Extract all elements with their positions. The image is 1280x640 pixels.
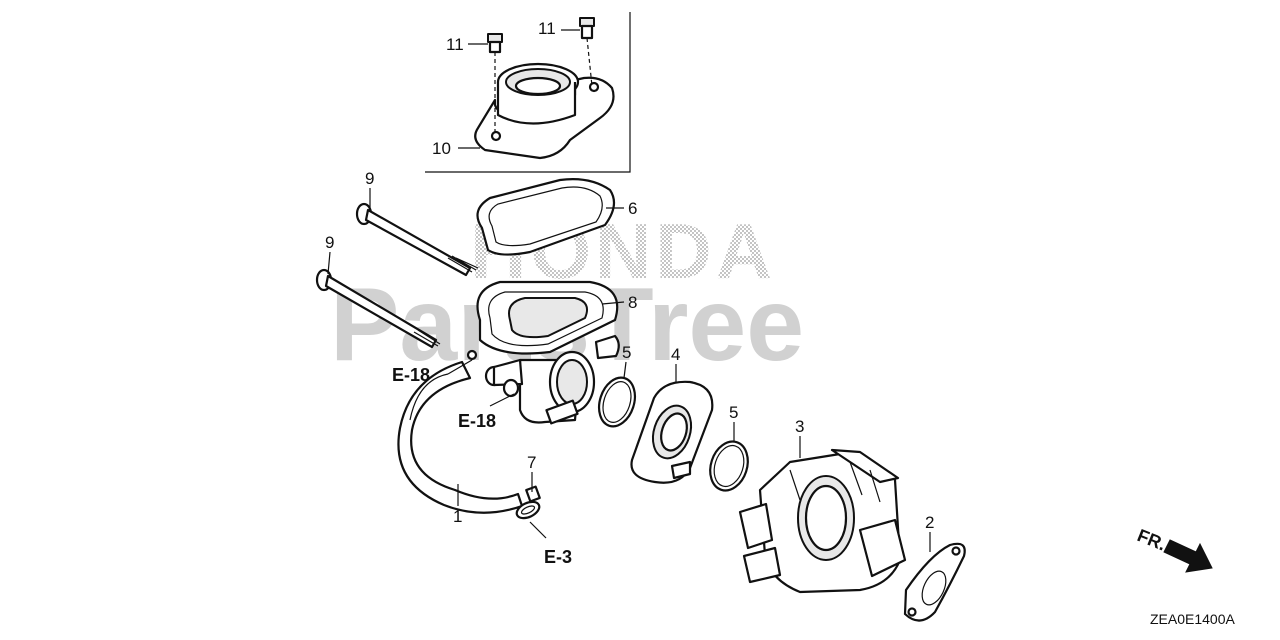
part-intake-manifold <box>466 280 620 425</box>
reference-e3: E-3 <box>544 547 572 567</box>
part-throttle-body <box>738 448 907 594</box>
reference-e18-lower: E-18 <box>458 411 496 431</box>
part-flange-gasket <box>476 178 616 256</box>
front-direction-label: FR. <box>1135 525 1169 554</box>
part-coolant-hose <box>397 360 524 514</box>
callout-9-lower: 9 <box>325 233 334 252</box>
front-direction-indicator: FR. <box>1135 525 1213 573</box>
callout-2: 2 <box>925 513 934 532</box>
reference-e18-upper: E-18 <box>392 365 430 385</box>
part-o-ring-lower <box>709 440 749 492</box>
front-arrow-icon <box>1163 539 1213 573</box>
callout-1: 1 <box>453 507 462 526</box>
part-hose-clamp <box>515 485 541 520</box>
diagram-code: ZEA0E1400A <box>1150 611 1235 627</box>
callout-11-right: 11 <box>538 19 556 38</box>
part-o-ring-upper <box>597 376 637 428</box>
callout-9-upper: 9 <box>365 169 374 188</box>
part-flange-bolt-left <box>487 33 503 135</box>
part-intake-flange <box>474 62 615 160</box>
part-long-bolt-upper <box>355 202 479 277</box>
callout-10: 10 <box>432 139 451 158</box>
callout-6: 6 <box>628 199 637 218</box>
callout-8: 8 <box>628 293 637 312</box>
part-insulator <box>630 380 714 484</box>
callout-5-upper: 5 <box>622 343 631 362</box>
part-throttle-gasket <box>903 542 966 622</box>
callout-7: 7 <box>527 453 536 472</box>
callout-4: 4 <box>671 345 680 364</box>
inset-box-border <box>425 12 631 173</box>
callout-5-lower: 5 <box>729 403 738 422</box>
part-flange-bolt-right <box>579 17 595 87</box>
callout-3: 3 <box>795 417 804 436</box>
callout-11-left: 11 <box>446 35 464 54</box>
part-long-bolt-lower <box>315 268 441 349</box>
leader-lines <box>327 29 931 552</box>
